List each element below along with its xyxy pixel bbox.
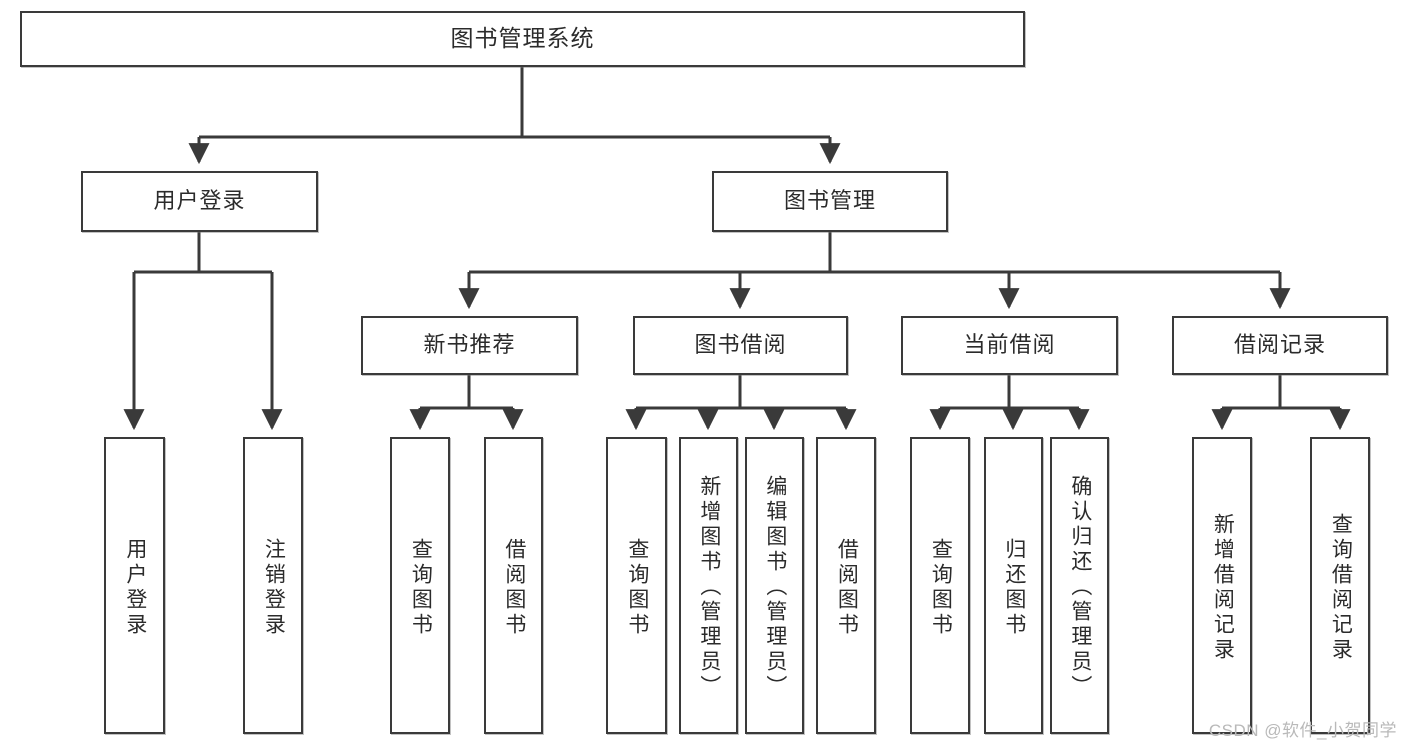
node-leaf-return-book-label: 归还图书 <box>1002 537 1026 638</box>
node-leaf-query-book-bb-label: 查询图书 <box>625 537 649 638</box>
node-leaf-query-book-rec-label: 查询图书 <box>409 537 433 638</box>
node-book-borrow[interactable]: 图书借阅 <box>633 316 848 375</box>
node-book-manage[interactable]: 图书管理 <box>712 171 948 232</box>
node-leaf-query-record[interactable]: 查询借阅记录 <box>1310 437 1370 734</box>
node-leaf-borrow-book-bb-label: 借阅图书 <box>835 537 859 638</box>
node-leaf-edit-book[interactable]: 编辑图书（管理员） <box>745 437 804 734</box>
node-leaf-user-login[interactable]: 用户登录 <box>104 437 165 734</box>
node-new-book-rec-label: 新书推荐 <box>423 332 516 358</box>
node-leaf-borrow-book-rec[interactable]: 借阅图书 <box>484 437 543 734</box>
node-borrow-record-label: 借阅记录 <box>1233 332 1326 358</box>
node-root[interactable]: 图书管理系统 <box>20 11 1025 67</box>
node-leaf-add-record-label: 新增借阅记录 <box>1211 512 1235 663</box>
node-user-login-label: 用户登录 <box>153 188 246 214</box>
node-root-label: 图书管理系统 <box>450 25 595 52</box>
node-current-borrow[interactable]: 当前借阅 <box>901 316 1118 375</box>
node-leaf-return-book[interactable]: 归还图书 <box>984 437 1043 734</box>
node-borrow-record[interactable]: 借阅记录 <box>1172 316 1388 375</box>
node-current-borrow-label: 当前借阅 <box>963 332 1056 358</box>
node-leaf-add-book-label: 新增图书（管理员） <box>697 475 721 700</box>
node-leaf-logout-label: 注销登录 <box>262 537 286 638</box>
node-leaf-borrow-book-bb[interactable]: 借阅图书 <box>816 437 876 734</box>
node-leaf-query-record-label: 查询借阅记录 <box>1329 512 1353 663</box>
node-leaf-confirm-return-label: 确认归还（管理员） <box>1068 475 1092 700</box>
node-leaf-query-book-cb-label: 查询图书 <box>929 537 953 638</box>
node-leaf-query-book-cb[interactable]: 查询图书 <box>910 437 970 734</box>
node-leaf-add-record[interactable]: 新增借阅记录 <box>1192 437 1252 734</box>
node-book-manage-label: 图书管理 <box>783 188 876 214</box>
node-leaf-logout[interactable]: 注销登录 <box>243 437 303 734</box>
node-user-login[interactable]: 用户登录 <box>81 171 318 232</box>
node-leaf-query-book-bb[interactable]: 查询图书 <box>606 437 667 734</box>
node-leaf-user-login-label: 用户登录 <box>123 537 147 638</box>
watermark: CSDN @软件_小贺同学 <box>1208 721 1397 740</box>
node-leaf-query-book-rec[interactable]: 查询图书 <box>390 437 450 734</box>
node-leaf-add-book[interactable]: 新增图书（管理员） <box>679 437 738 734</box>
node-new-book-rec[interactable]: 新书推荐 <box>361 316 578 375</box>
node-leaf-confirm-return[interactable]: 确认归还（管理员） <box>1050 437 1109 734</box>
node-book-borrow-label: 图书借阅 <box>694 332 787 358</box>
node-leaf-edit-book-label: 编辑图书（管理员） <box>763 475 787 700</box>
node-leaf-borrow-book-rec-label: 借阅图书 <box>502 537 526 638</box>
